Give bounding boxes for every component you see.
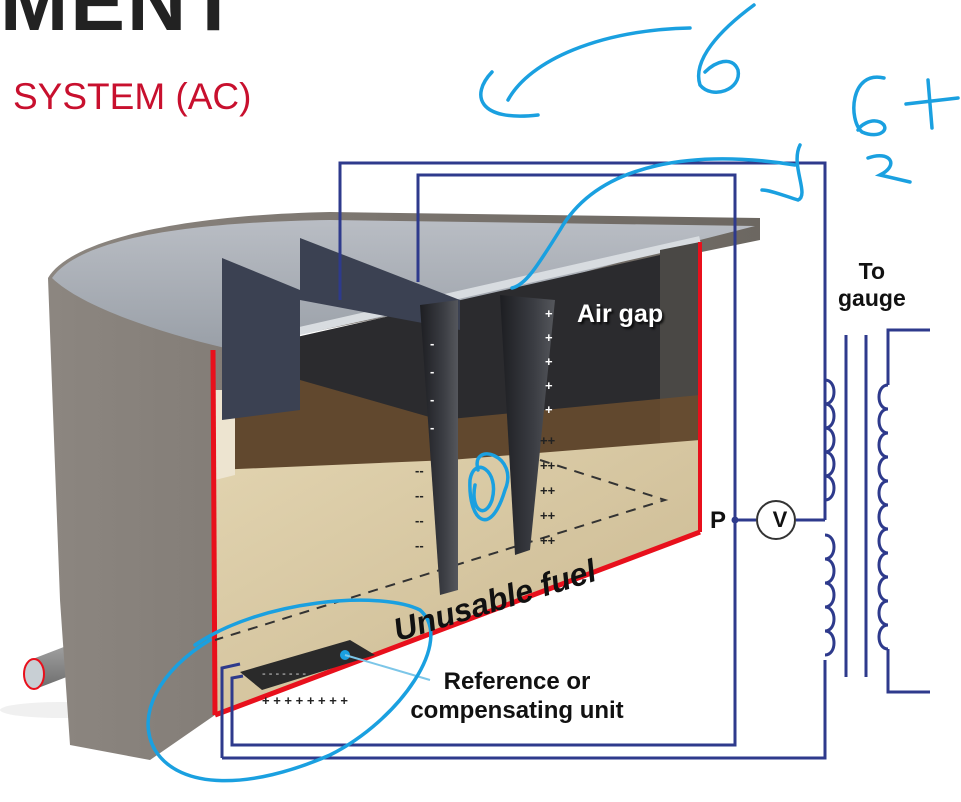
svg-text:++: ++: [540, 483, 556, 498]
voltmeter-icon: [756, 500, 796, 540]
ink-annotations: [146, 3, 960, 783]
svg-text:+: +: [545, 354, 553, 369]
plate-positive: [500, 295, 555, 555]
svg-text:++: ++: [540, 458, 556, 473]
svg-text:--: --: [415, 488, 424, 503]
air-gap-label: Air gap: [577, 300, 664, 328]
ink-six: [696, 3, 756, 94]
to-gauge-line1: To: [858, 258, 886, 284]
svg-text:+: +: [545, 330, 553, 345]
ink-scribble: [468, 452, 510, 522]
svg-text:+ + + + + + + +: + + + + + + + +: [262, 693, 348, 708]
svg-text:--: --: [415, 463, 424, 478]
ink-arrow-curve: [506, 26, 692, 102]
reference-line1: Reference or: [443, 668, 591, 695]
to-gauge-label: To gauge: [838, 258, 906, 312]
transformer: [824, 328, 930, 694]
ink-arrow-head: [479, 70, 540, 118]
svg-text:+: +: [545, 402, 553, 417]
svg-text:-: -: [430, 336, 434, 351]
svg-text:-: -: [430, 392, 434, 407]
svg-text:++: ++: [540, 508, 556, 523]
ink-line-to-lid: [510, 157, 797, 290]
to-gauge-line2: gauge: [838, 285, 906, 311]
svg-text:++: ++: [540, 433, 556, 448]
svg-text:--: --: [415, 538, 424, 553]
junction-p: [731, 516, 739, 524]
ink-ellipse-reference: [146, 598, 433, 783]
ink-six-2: [852, 75, 887, 137]
reference-unit: - - - - - - - + + + + + + + +: [240, 640, 431, 708]
ink-plus: [904, 78, 960, 130]
svg-text:+: +: [545, 306, 553, 321]
reference-unit-label: Reference or compensating unit: [382, 667, 652, 725]
svg-text:- - - - - - -: - - - - - - -: [262, 668, 306, 680]
svg-text:-: -: [430, 364, 434, 379]
plate-negative: [420, 300, 458, 595]
slide-subtitle: SYSTEM (AC): [13, 76, 252, 117]
svg-text:+: +: [545, 378, 553, 393]
point-p-label: P: [710, 507, 727, 534]
ink-two: [866, 154, 912, 184]
svg-text:-: -: [430, 420, 434, 435]
svg-text:++: ++: [540, 533, 556, 548]
voltmeter-label: V: [772, 507, 788, 532]
svg-text:--: --: [415, 513, 424, 528]
circuit-wiring: [220, 161, 827, 760]
reference-line2: compensating unit: [410, 697, 624, 724]
slide-heading-partial: MENT: [0, 0, 241, 48]
ink-curl: [760, 143, 804, 202]
